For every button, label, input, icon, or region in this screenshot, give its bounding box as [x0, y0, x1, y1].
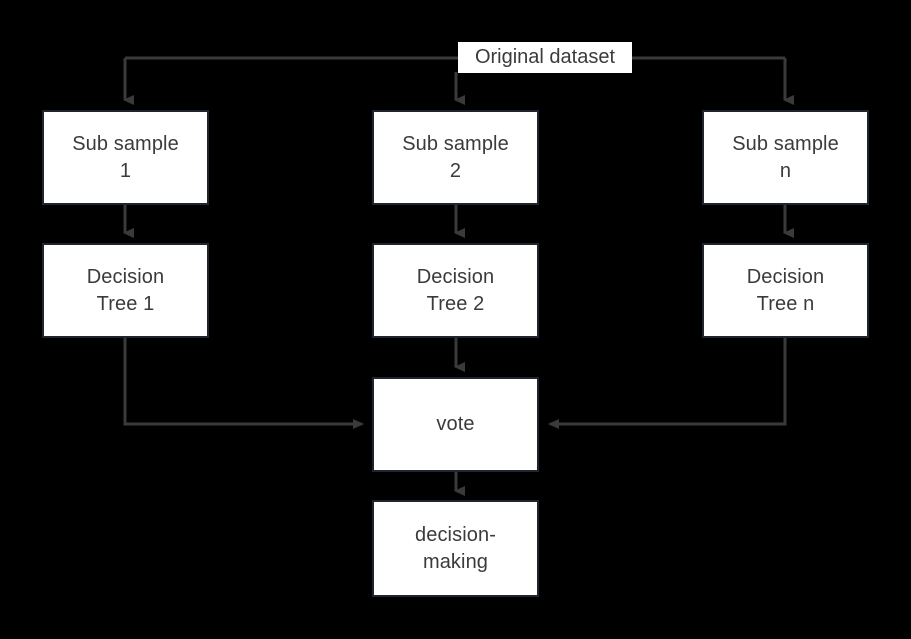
node-decision-tree-n[interactable]: Decision Tree n [702, 243, 869, 338]
node-sub-sample-1[interactable]: Sub sample 1 [42, 110, 209, 205]
node-sub-sample-2[interactable]: Sub sample 2 [372, 110, 539, 205]
edge-tree-n-to-vote [548, 338, 787, 429]
node-decision-tree-1[interactable]: Decision Tree 1 [42, 243, 209, 338]
node-decision-tree-2[interactable]: Decision Tree 2 [372, 243, 539, 338]
node-vote[interactable]: vote [372, 377, 539, 472]
node-sub-sample-n[interactable]: Sub sample n [702, 110, 869, 205]
original-dataset-label: Original dataset [458, 42, 632, 73]
edge-tree-1-to-vote [123, 338, 364, 429]
node-decision-making[interactable]: decision- making [372, 500, 539, 597]
